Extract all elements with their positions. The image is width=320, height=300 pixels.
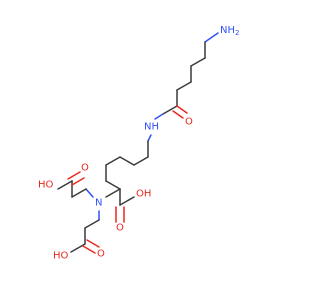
atom-label-amide-o: O [185, 117, 193, 128]
bond-carbonyl-o-a [176, 105, 188, 114]
bond-cooh-oh [119, 196, 135, 206]
bond-side-4 [105, 156, 121, 166]
bond-upper-c-oh [57, 180, 73, 190]
bond-amide-n-c [147, 134, 152, 142]
bond-n-c1 [204, 32, 219, 43]
atom-label-o-top-left: O [81, 163, 89, 174]
atom-label-ho-top-left: HO [38, 180, 54, 191]
aminohexanoyl-chain [154, 32, 219, 120]
bond-upper-co-b [71, 177, 85, 186]
bond-lower-co-a [82, 245, 96, 254]
bond-carbonyl-n [154, 113, 164, 120]
bond-n-ch2-upper [85, 188, 94, 198]
bond-side-3 [119, 156, 135, 166]
bond-ch2-cooh-upper-a [71, 188, 87, 198]
atom-label-nh2: NH2 [220, 25, 239, 38]
atom-label-oh-right: OH [136, 189, 151, 200]
atom-label-o-bottom-left: O [97, 249, 105, 260]
lysine-side-chain [105, 134, 152, 190]
bond-lower-co-b [86, 239, 100, 248]
bond-side-2 [133, 156, 149, 166]
molecule-structure-diagram: NH2 NH O HO O N OH O O HO [38, 25, 239, 262]
atom-label-n-center: N [95, 198, 102, 209]
atom-label-o-right: O [116, 223, 124, 234]
bond-carbonyl-o-b [172, 110, 184, 119]
bond-c6-carbonyl [162, 105, 178, 115]
bond-alpha-c [105, 180, 121, 190]
bond-lower-c-oh [70, 243, 86, 253]
alpha-n-bonds [105, 188, 121, 198]
bond-ch2-lower [84, 219, 100, 229]
upper-carboxymethyl-arm [57, 171, 94, 198]
alpha-carboxyl-group [115, 188, 135, 223]
lower-carboxymethyl-arm [70, 210, 100, 254]
bond-c2-c3 [190, 57, 206, 67]
bond-upper-co-a [67, 171, 81, 180]
bond-c4-c5 [176, 81, 192, 91]
atom-label-ho-bottom-left: HO [53, 251, 69, 262]
bond-alpha-n [105, 188, 121, 198]
atom-label-amide-nh: NH [144, 122, 159, 133]
